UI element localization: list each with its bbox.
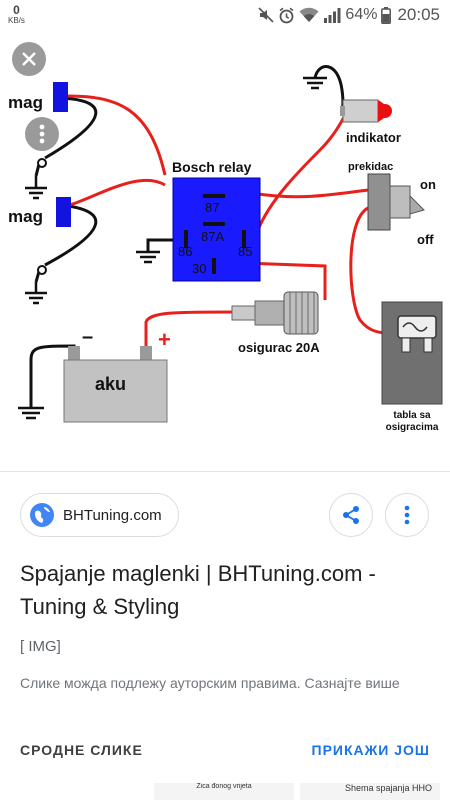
fog-lamp-top bbox=[53, 82, 68, 112]
inline-fuse bbox=[231, 291, 319, 335]
share-icon bbox=[343, 506, 359, 524]
ground-symbol bbox=[18, 406, 44, 420]
alarm-icon bbox=[279, 7, 294, 23]
image-preview[interactable]: mag mag Bosch relay 87 87A 86 85 30 indi… bbox=[0, 30, 450, 470]
pin-30-label: 30 bbox=[192, 261, 206, 276]
fog-lamp-bottom bbox=[56, 197, 71, 227]
switch bbox=[367, 173, 425, 231]
relay-pins bbox=[184, 194, 246, 274]
share-button[interactable] bbox=[329, 493, 373, 537]
red-wires bbox=[67, 94, 391, 346]
plus-label: + bbox=[158, 327, 171, 352]
thumbnail-caption: Žica đonog vrijeta bbox=[196, 783, 252, 790]
on-label: on bbox=[420, 177, 436, 192]
indicator-lamp bbox=[340, 99, 392, 123]
ground-symbol bbox=[25, 282, 47, 305]
network-speed-value: 0 bbox=[13, 3, 20, 17]
prekidac-label: prekidac bbox=[348, 161, 393, 173]
fuse-box bbox=[381, 301, 443, 405]
terminal-dot bbox=[37, 265, 47, 275]
result-title[interactable]: Spajanje maglenki | BHTuning.com - Tunin… bbox=[20, 561, 376, 619]
ground-symbol bbox=[303, 76, 327, 90]
clock: 20:05 bbox=[397, 5, 440, 24]
pin-87-label: 87 bbox=[205, 200, 219, 215]
battery-percent: 64% bbox=[345, 6, 378, 23]
terminal-dot bbox=[37, 158, 47, 168]
aku-label: aku bbox=[95, 374, 126, 394]
wifi-icon bbox=[299, 7, 319, 22]
related-thumbnail[interactable]: Žica đonog vrijeta bbox=[154, 783, 294, 800]
network-speed: 0 KB/s bbox=[8, 4, 25, 25]
source-chip[interactable]: BHTuning.com bbox=[20, 493, 179, 537]
copyright-notice[interactable]: Слике можда подлежу ауторским правима. С… bbox=[20, 675, 400, 691]
related-images-label: СРОДНЕ СЛИКЕ bbox=[20, 742, 143, 758]
globe-icon bbox=[30, 503, 54, 527]
battery bbox=[63, 346, 168, 423]
divider bbox=[0, 471, 450, 472]
status-bar: 0 KB/s 64% 20:05 bbox=[0, 0, 450, 30]
wiring-diagram: mag mag Bosch relay 87 87A 86 85 30 indi… bbox=[8, 65, 443, 433]
relay-title: Bosch relay bbox=[172, 159, 252, 175]
signal-icon bbox=[324, 8, 341, 23]
thumbnail-caption: Shema spajanja HHO bbox=[344, 783, 432, 793]
mag-top-label: mag bbox=[8, 93, 43, 112]
pin-86-label: 86 bbox=[178, 244, 192, 259]
show-more-link[interactable]: ПРИКАЖИ ЈОШ bbox=[311, 742, 430, 758]
status-icons: 64% 20:05 bbox=[258, 5, 440, 25]
battery-icon bbox=[381, 6, 392, 24]
related-thumbnails: Žica đonog vrijeta Shema spajanja HHO bbox=[0, 783, 450, 800]
off-label: off bbox=[417, 232, 434, 247]
close-button[interactable] bbox=[12, 42, 46, 76]
more-vert-icon bbox=[39, 124, 45, 144]
mute-icon bbox=[258, 7, 274, 23]
related-thumbnail[interactable]: Shema spajanja HHO bbox=[300, 783, 440, 800]
ground-symbol bbox=[136, 250, 160, 264]
fuse-box-label-2: osigracima bbox=[386, 422, 439, 433]
network-speed-unit: KB/s bbox=[8, 16, 25, 25]
more-vert-icon bbox=[404, 505, 410, 525]
mag-bottom-label: mag bbox=[8, 207, 43, 226]
pin-85-label: 85 bbox=[238, 244, 252, 259]
image-tag: [ IMG] bbox=[20, 638, 61, 655]
image-more-button[interactable] bbox=[25, 117, 59, 151]
indikator-label: indikator bbox=[346, 130, 401, 145]
fuse-box-label-1: tabla sa bbox=[393, 410, 431, 421]
source-name: BHTuning.com bbox=[63, 506, 162, 524]
more-options-button[interactable] bbox=[385, 493, 429, 537]
close-icon bbox=[22, 52, 36, 66]
pin-87a-label: 87A bbox=[201, 229, 224, 244]
ground-symbol bbox=[25, 176, 47, 200]
fuse-label: osigurac 20A bbox=[238, 340, 320, 355]
minus-label: – bbox=[82, 326, 93, 348]
